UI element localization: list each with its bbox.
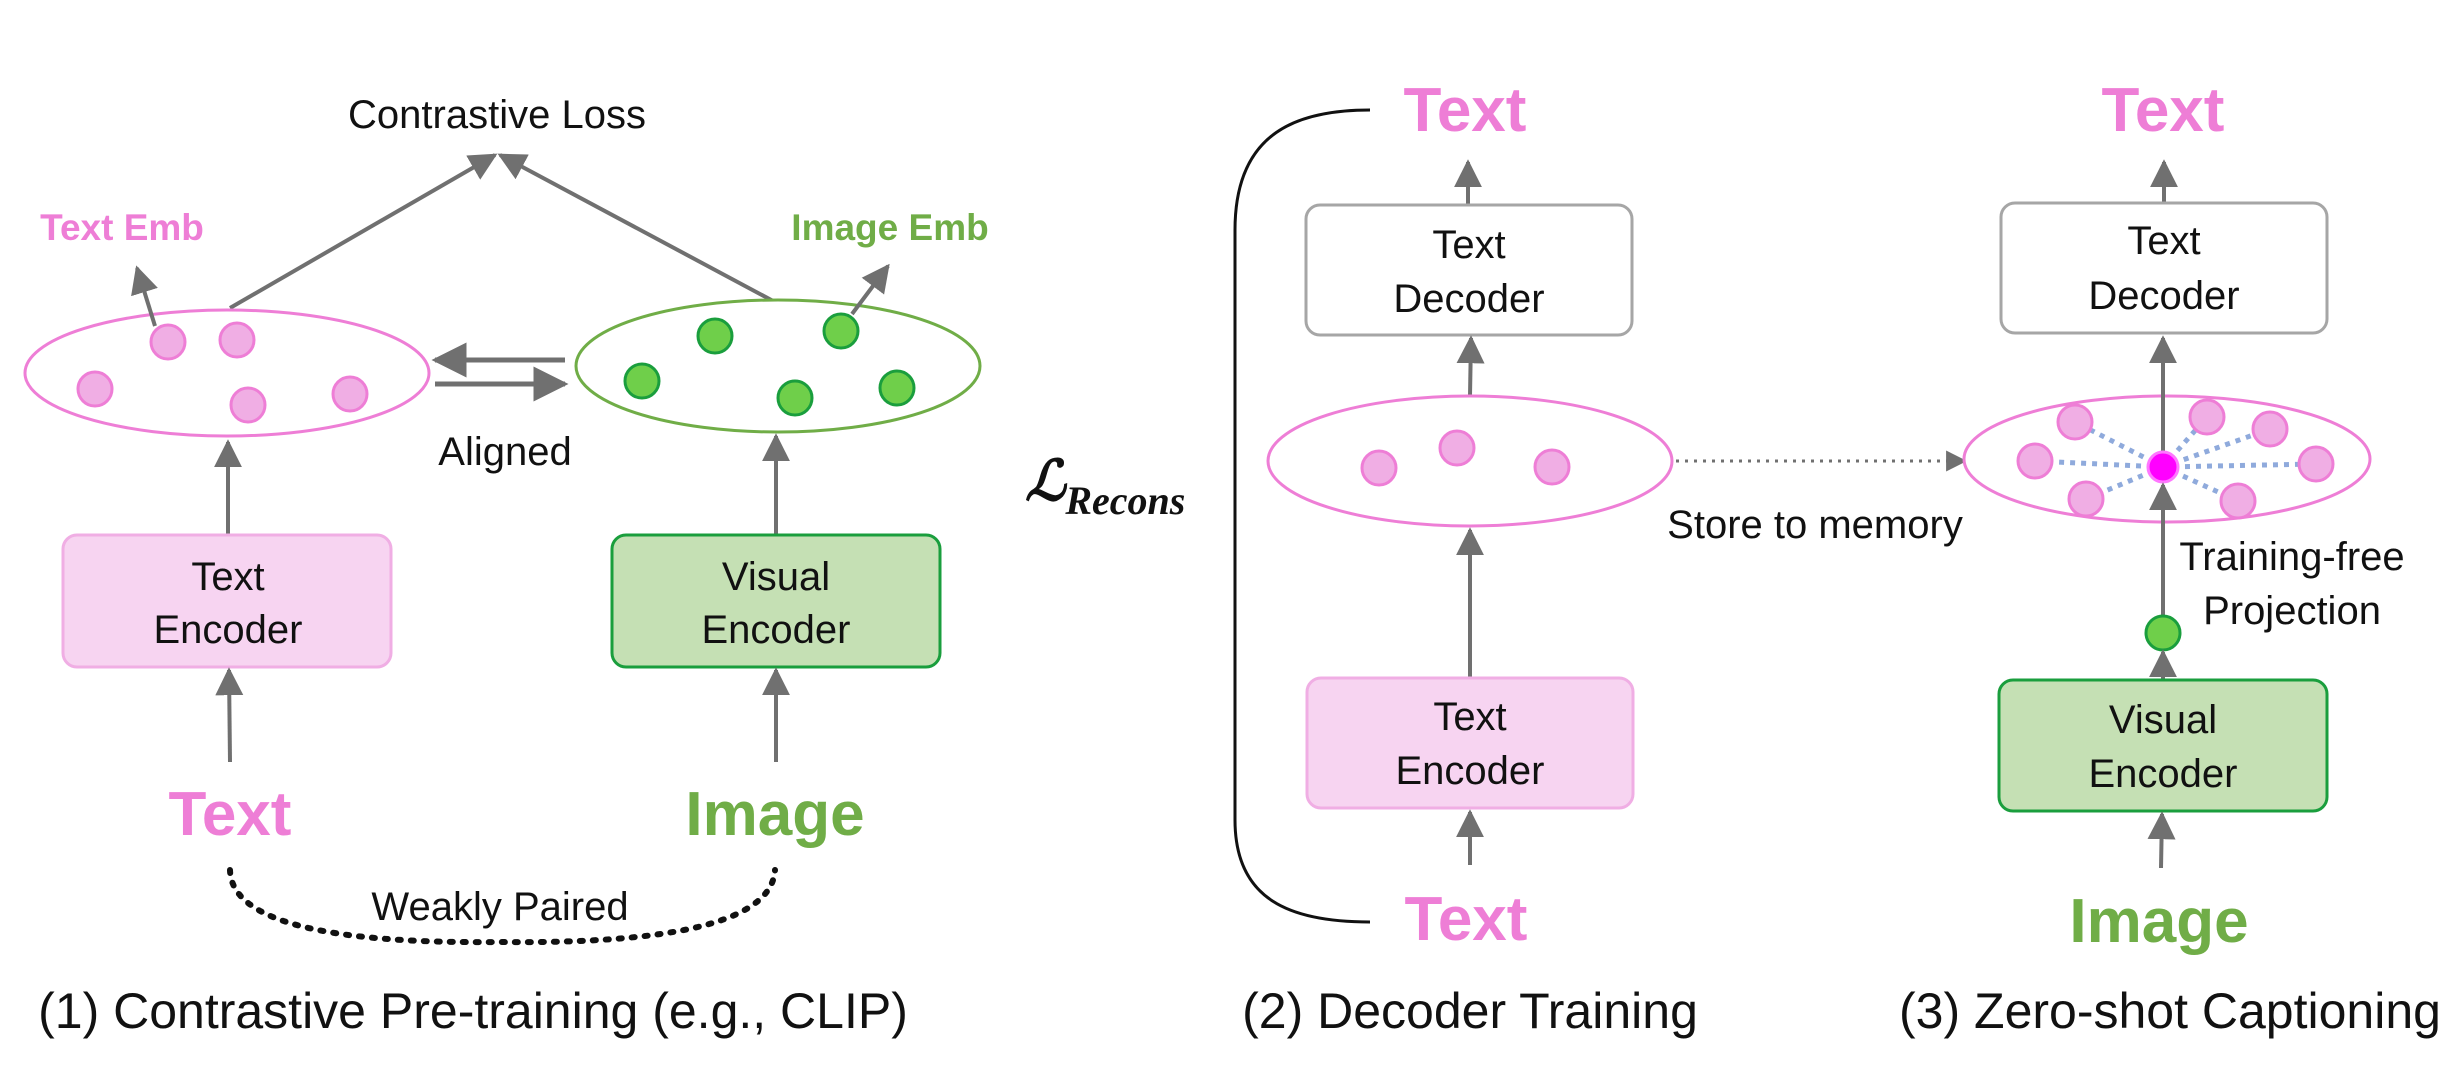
text-embedding-point [1533, 448, 1571, 486]
projection-label-line1: Training-free [2179, 535, 2404, 579]
projected-embedding-point [2146, 450, 2180, 484]
text-embedding-point [218, 321, 256, 359]
encoder-input-text-label: Text [1405, 885, 1528, 954]
emb-to-decoder-arrow [1456, 335, 1485, 397]
panel-zero-shot-captioning: Text Text Decoder Training-free Project [1899, 76, 2441, 1039]
memory-embedding-point [2251, 410, 2289, 448]
text-emb-label: Text Emb [40, 207, 204, 248]
text-decoder-label-line2: Decoder [2088, 274, 2239, 318]
text-emb-to-loss-arrow [228, 153, 498, 310]
memory-embedding-point [2188, 398, 2226, 436]
panel3-caption: (3) Zero-shot Captioning [1899, 983, 2441, 1039]
memory-embedding-point [2219, 482, 2257, 520]
text-decoder-box [1999, 201, 2329, 335]
text-encoder-box [1305, 676, 1635, 810]
contrastive-loss-label: Contrastive Loss [348, 93, 646, 137]
text-decoder-label-line1: Text [2127, 219, 2200, 263]
text-input-label: Text [169, 780, 292, 849]
similarity-link [2162, 426, 2271, 470]
image-embedding-point [822, 312, 860, 350]
text-encoder-box [61, 533, 393, 669]
decoder-output-text-label: Text [2102, 76, 2225, 145]
image-embedding-point [696, 317, 734, 355]
panel-contrastive-pretraining: Contrastive Loss Text Emb Image Emb Alig… [23, 93, 989, 1039]
text-embedding-point [229, 386, 267, 424]
text-encoder-label-line2: Encoder [154, 608, 303, 652]
projection-label-line2: Projection [2203, 589, 2381, 633]
visual-encoder-label-line1: Visual [722, 555, 830, 599]
image-emb-label: Image Emb [791, 207, 988, 248]
aligned-label: Aligned [438, 430, 571, 474]
visual-encoder-label-line1: Visual [2109, 698, 2217, 742]
image-embedding-point [2144, 614, 2182, 652]
image-embedding-space [574, 298, 982, 434]
memory-embedding-point [2067, 480, 2105, 518]
memory-embedding-point [2016, 442, 2054, 480]
text-embedding-point [1438, 429, 1476, 467]
visual-encoder-label-line2: Encoder [702, 608, 851, 652]
text-embedding-point [76, 370, 114, 408]
visual-encoder-label-line2: Encoder [2089, 752, 2238, 796]
image-input-label: Image [2069, 887, 2248, 956]
loss-symbol: ℒ [1025, 451, 1068, 513]
panel1-caption: (1) Contrastive Pre-training (e.g., CLIP… [38, 983, 908, 1039]
text-encoder-label-line1: Text [191, 555, 264, 599]
text-embedding-point [331, 375, 369, 413]
text-input-arrow [215, 667, 244, 763]
text-embedding-point [149, 323, 187, 361]
text-embedding-point [1360, 449, 1398, 487]
store-to-memory-label: Store to memory [1667, 503, 1963, 547]
text-embedding-space [23, 308, 431, 438]
text-decoder-box [1304, 203, 1634, 337]
text-emb-pointer-arrow [131, 265, 158, 327]
image-input-arrow [2147, 811, 2176, 869]
image-input-label: Image [685, 780, 864, 849]
text-decoder-label-line2: Decoder [1393, 277, 1544, 321]
similarity-link [2162, 461, 2317, 470]
decoder-output-text-label: Text [1404, 76, 1527, 145]
visual-encoder-box [610, 533, 942, 669]
recon-loss-label: ℒRecons [1025, 451, 1185, 523]
text-encoder-label-line1: Text [1433, 695, 1506, 739]
visual-encoder-box [1997, 678, 2329, 813]
weakly-paired-label: Weakly Paired [371, 885, 628, 929]
image-emb-to-loss-arrow [497, 153, 776, 304]
panel2-caption: (2) Decoder Training [1242, 983, 1698, 1039]
image-emb-pointer-arrow [850, 263, 890, 316]
panel-decoder-training: ℒRecons Text Text Decoder Text Encoder T… [1025, 76, 1968, 1039]
memory-embedding-point [2297, 445, 2335, 483]
memory-embedding-point [2056, 403, 2094, 441]
loss-subscript: Recons [1064, 478, 1185, 523]
reconstruction-bracket [1233, 108, 1371, 924]
image-embedding-point [878, 369, 916, 407]
image-embedding-point [623, 362, 661, 400]
image-embedding-point [776, 379, 814, 417]
text-decoder-label-line1: Text [1432, 223, 1505, 267]
weakly-paired-arc [227, 867, 778, 946]
text-encoder-label-line2: Encoder [1396, 749, 1545, 793]
